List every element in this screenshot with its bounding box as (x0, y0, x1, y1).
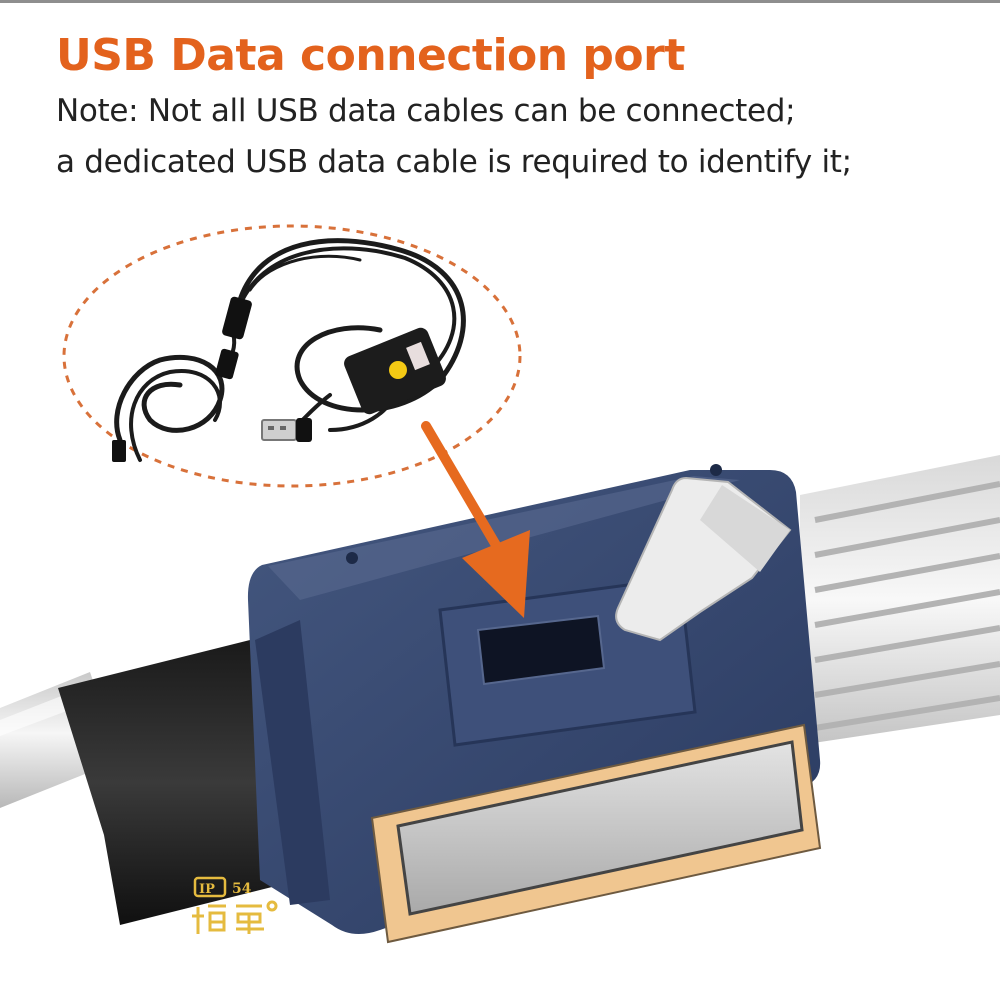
ip-rating: 54 (232, 881, 252, 897)
usb-port-cover (615, 476, 792, 642)
cable-connector (112, 296, 252, 462)
page-title: USB Data connection port (56, 30, 685, 81)
cable-highlight-outline (62, 224, 522, 488)
note-line-2: a dedicated USB data cable is required t… (56, 144, 852, 180)
cable-adapter-box (344, 327, 446, 415)
svg-text:IP: IP (199, 882, 215, 897)
brand-label: IP 54 (192, 876, 278, 934)
pointer-arrow (421, 421, 530, 618)
adapter-yellow-button (389, 361, 407, 379)
brand-logo (192, 900, 278, 934)
note-line-1: Note: Not all USB data cables can be con… (56, 93, 796, 129)
usb-a-plug (261, 418, 312, 442)
ribbed-thimble (800, 455, 1000, 745)
lcd-screen (396, 740, 804, 916)
top-divider (0, 0, 1000, 3)
usb-cable-illustration (114, 238, 466, 462)
ip-badge (193, 876, 227, 898)
black-sleeve (58, 640, 300, 925)
usb-port (476, 614, 606, 686)
